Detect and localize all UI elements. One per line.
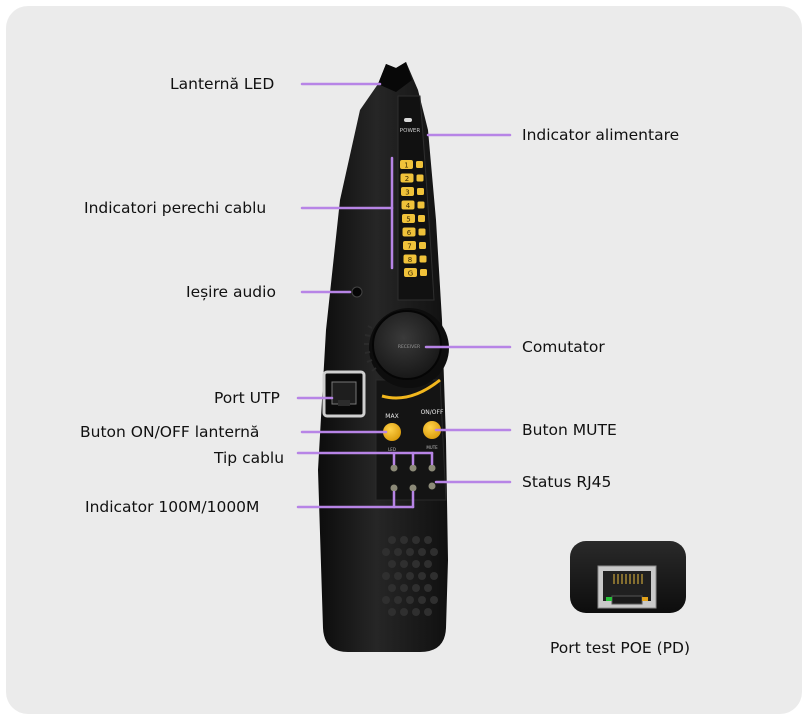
led-button-text: LED (388, 447, 396, 452)
pair-number-badge (403, 254, 417, 264)
pair-number-text: 5 (406, 216, 410, 224)
label-speed-indicator: Indicator 100M/1000M (85, 498, 260, 516)
label-power-indicator: Indicator alimentare (522, 126, 680, 144)
pair-led (420, 269, 427, 276)
dial-text: RECEIVER (398, 344, 420, 350)
pair-number-badge (400, 160, 413, 169)
pair-number-text: G (408, 270, 413, 278)
pair-number-badge (401, 187, 414, 196)
poe-port-module (570, 541, 686, 613)
onoff-text: ON/OFF (421, 409, 444, 416)
status-leds (390, 464, 436, 492)
pair-number-badge (402, 214, 415, 223)
pair-led (417, 201, 425, 209)
label-rj45-status: Status RJ45 (522, 473, 612, 491)
speaker-grill (382, 536, 438, 616)
pair-number-text: 6 (407, 229, 412, 237)
pair-number-text: 8 (408, 256, 412, 264)
label-mute-button: Buton MUTE (522, 421, 617, 439)
mute-button-text: MUTE (426, 445, 438, 450)
pair-number-text: 2 (405, 175, 409, 183)
label-led-flashlight: Lanternă LED (170, 75, 275, 93)
switch-dial: RECEIVER (364, 308, 449, 388)
pair-number-text: 3 (405, 189, 409, 197)
max-text: MAX (385, 413, 398, 420)
label-flashlight-button: Buton ON/OFF lanternă (80, 423, 260, 441)
pair-indicator-leds: 1 2 3 4 5 6 7 8G (400, 160, 427, 278)
pair-led (417, 188, 424, 195)
power-led (404, 118, 412, 122)
label-switch: Comutator (522, 338, 605, 356)
pair-led (419, 255, 427, 263)
label-cable-type: Tip cablu (214, 449, 285, 467)
pair-number-badge (404, 268, 417, 277)
label-audio-out: Ieșire audio (186, 283, 276, 301)
dial-arc (381, 378, 441, 400)
label-poe-port: Port test POE (PD) (550, 639, 690, 657)
pair-led (416, 174, 424, 182)
pair-number-badge (400, 173, 414, 183)
pair-number-text: 4 (406, 202, 411, 210)
pair-number-badge (401, 200, 415, 210)
pair-number-text: 7 (407, 243, 411, 251)
pair-led (419, 242, 426, 249)
power-text: POWER (400, 128, 421, 134)
pair-led (418, 215, 425, 222)
pair-number-text: 1 (404, 162, 408, 170)
pair-led (418, 228, 426, 236)
label-utp-port: Port UTP (214, 389, 280, 407)
flashlight-button[interactable] (383, 423, 401, 441)
label-pair-indicators: Indicatori perechi cablu (84, 199, 267, 217)
mute-button[interactable] (423, 421, 441, 439)
leader-lines (296, 82, 512, 509)
pair-number-badge (402, 227, 416, 237)
pair-led (416, 161, 423, 168)
pair-number-badge (403, 241, 416, 250)
